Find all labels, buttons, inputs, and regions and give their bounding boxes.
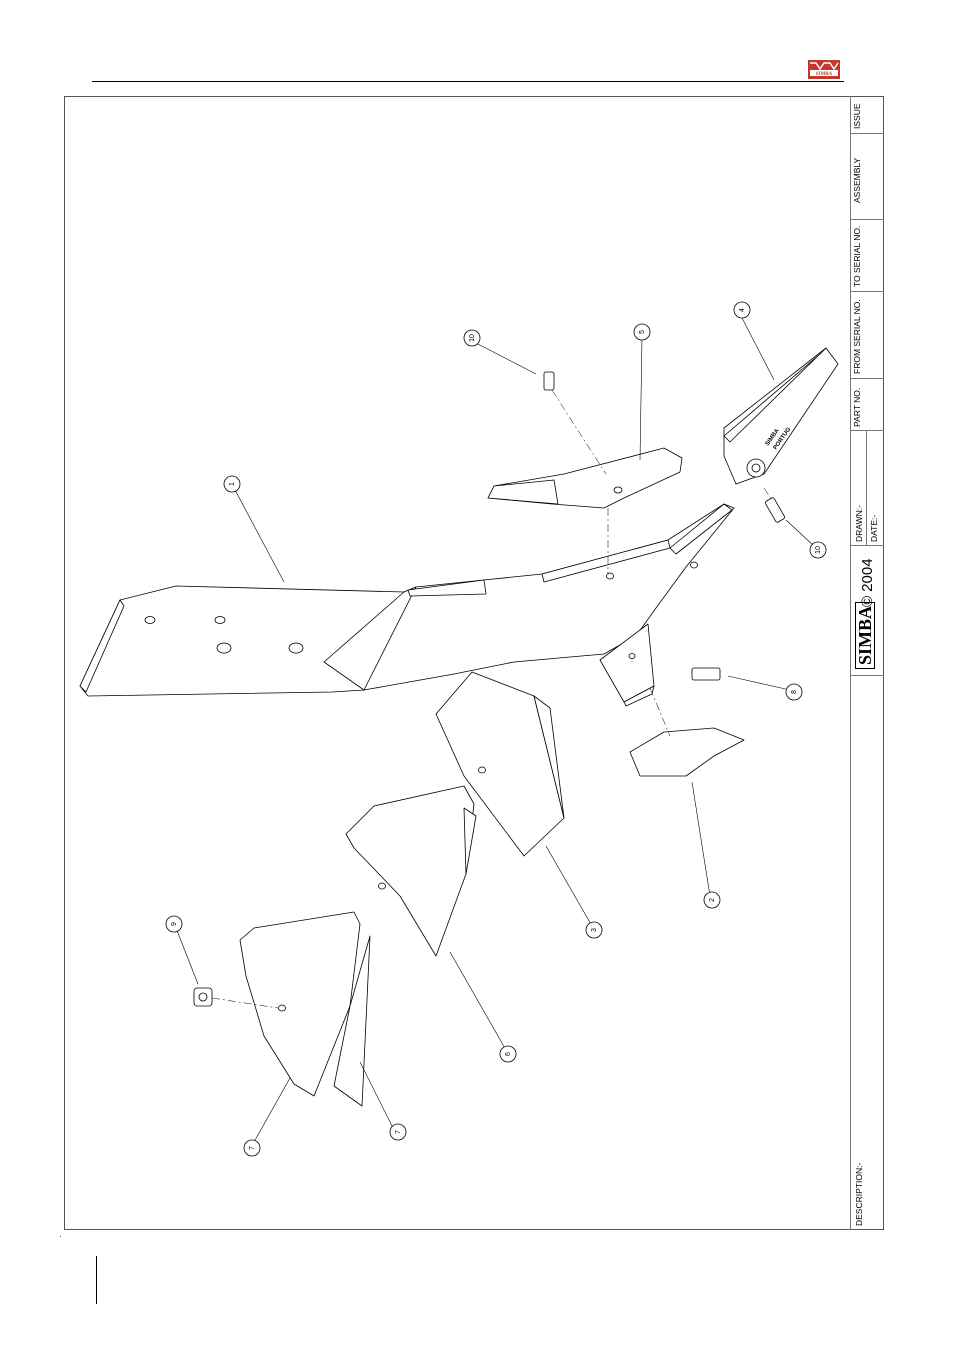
callout-1: 1: [229, 482, 236, 486]
issue-label: ISSUE: [852, 103, 862, 129]
part-6-wing: [346, 786, 474, 956]
callout-6: 6: [505, 1052, 512, 1056]
from-serial-label: FROM SERIAL NO.: [852, 299, 862, 374]
callout-10b: 10: [815, 546, 822, 554]
svg-text:SIMBA: SIMBA: [816, 72, 833, 77]
exploded-assembly-drawing: SIMBA PORTUG: [64, 96, 850, 1230]
simba-brand: SIMBA: [855, 602, 875, 669]
drawn-label: DRAWN:-: [854, 505, 864, 542]
header-rule: [92, 81, 844, 82]
callout-10a: 10: [469, 334, 476, 342]
part-10-bolt-b: [765, 497, 786, 523]
callout-9: 9: [171, 922, 178, 926]
callout-4: 4: [739, 308, 746, 312]
callout-8: 8: [791, 690, 798, 694]
part-2: [630, 728, 744, 776]
callout-2: 2: [709, 898, 716, 902]
date-label: DATE:-: [869, 515, 879, 542]
part-no-label: PART NO.: [852, 388, 862, 427]
callout-5: 5: [639, 330, 646, 334]
part-8-bolt: [692, 668, 720, 680]
title-block-border: [850, 96, 851, 1230]
part-4-point: [724, 348, 838, 484]
part-10-bolt-a: [544, 372, 554, 390]
copyright: © 2004: [859, 558, 876, 607]
margin-dot: [60, 1236, 61, 1237]
description-label: DESCRIPTION:-: [854, 1163, 864, 1226]
callout-7b: 7: [395, 1130, 402, 1134]
to-serial-label: TO SERIAL NO.: [852, 226, 862, 287]
callout-7a: 7: [249, 1146, 256, 1150]
simba-logo: SIMBA: [808, 60, 840, 79]
callout-3: 3: [591, 928, 598, 932]
footer-rule: [96, 1256, 97, 1304]
assembly-label: ASSEMBLY: [852, 158, 862, 203]
